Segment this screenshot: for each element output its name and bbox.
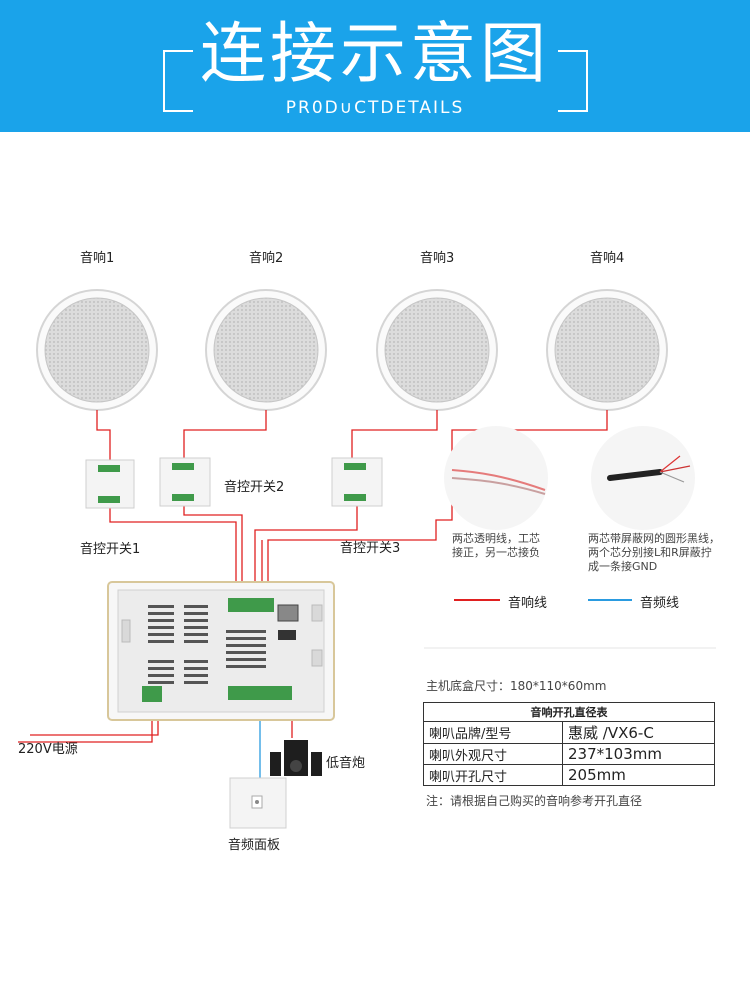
speaker-1-label: 音响1 [80,251,115,266]
speaker-2 [205,289,327,411]
table-row: 喇叭品牌/型号 惠威 /VX6-C [423,721,715,744]
two-core-note-line-1: 两芯透明线，工芯 [452,532,540,545]
shielded-note: 两芯带屏蔽网的圆形黑线， 两个芯分别接L和R屏蔽拧 成一条接GND [588,532,720,574]
switch-3 [331,457,383,507]
switch-2-label: 音控开关2 [224,480,285,495]
spec-value: 惠威 /VX6-C [562,721,715,744]
switch-1 [85,459,135,509]
spec-value: 237*103mm [562,743,715,765]
table-row: 喇叭外观尺寸 237*103mm [423,743,715,765]
speaker-2-label: 音响2 [249,251,284,266]
spec-key: 喇叭开孔尺寸 [423,764,563,786]
spec-table-header: 音响开孔直径表 [423,702,715,722]
speaker-3-label: 音响3 [420,251,455,266]
subwoofer-label: 低音炮 [326,756,366,771]
spec-table-title: 音响开孔直径表 [423,702,715,722]
audio-panel [229,777,287,829]
spec-key: 喇叭品牌/型号 [423,721,563,744]
page-title: 连接示意图 [200,15,550,92]
two-core-note-line-2: 接正，另一芯接负 [452,546,540,559]
switch-1-label: 音控开关1 [80,542,141,557]
title-frame-right [558,50,588,112]
shielded-note-line-3: 成一条接GND [588,560,658,573]
title-frame-left [163,50,193,112]
spec-table: 音响开孔直径表 喇叭品牌/型号 惠威 /VX6-C 喇叭外观尺寸 237*103… [423,702,715,786]
box-size: 主机底盒尺寸：180*110*60mm [426,679,607,693]
spec-value: 205mm [562,764,715,786]
spec-key: 喇叭外观尺寸 [423,743,563,765]
legend-speaker-label: 音响线 [508,596,548,611]
two-core-note: 两芯透明线，工芯 接正，另一芯接负 [452,532,540,560]
audio-panel-label: 音频面板 [228,838,281,853]
host-box [107,581,335,721]
subwoofer [270,740,322,776]
speaker-3 [376,289,498,411]
shielded-note-line-1: 两芯带屏蔽网的圆形黑线， [588,532,720,545]
speaker-4-label: 音响4 [590,251,625,266]
legend-audio-label: 音频线 [640,596,680,611]
table-row: 喇叭开孔尺寸 205mm [423,764,715,786]
speaker-4 [546,289,668,411]
shielded-note-line-2: 两个芯分别接L和R屏蔽拧 [588,546,712,559]
speaker-1 [36,289,158,411]
shielded-cable [591,426,695,530]
header-banner: 连接示意图 PR0D∪CTDETAILS [0,0,750,132]
speaker-wires [18,410,608,743]
switch-3-label: 音控开关3 [340,541,401,556]
two-core-cable [444,426,548,530]
power-label: 220V电源 [18,742,78,757]
switch-2 [159,457,211,507]
page-subtitle: PR0D∪CTDETAILS [285,98,465,118]
spec-note: 注：请根据自己购买的音响参考开孔直径 [426,794,643,808]
